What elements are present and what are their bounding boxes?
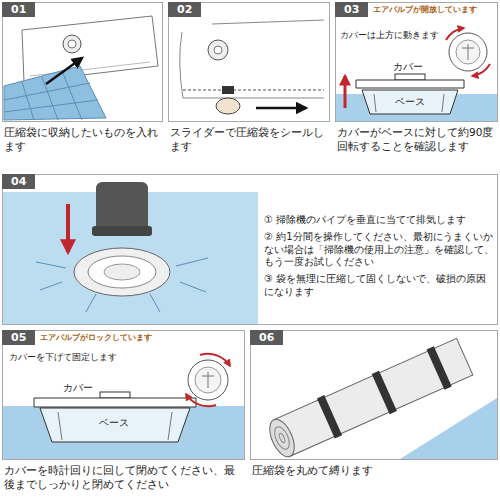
step-panel: 01 圧縮袋に収納したいものを入れます	[2, 2, 163, 155]
slider-illustration	[180, 32, 324, 98]
step-number: 05	[2, 330, 35, 345]
valve-status: エアバルブが開放しています	[371, 5, 479, 15]
slider-illustration	[180, 20, 324, 114]
roll-illustration	[372, 371, 397, 414]
part-label: カバー	[392, 61, 424, 72]
valve-lock-illustration	[40, 408, 190, 442]
roll-illustration	[272, 425, 293, 452]
roll-illustration	[264, 337, 474, 463]
panel-frame	[168, 2, 330, 122]
step-caption: スライダーで圧縮袋をシールします	[170, 126, 328, 153]
valve-open-illustration	[374, 94, 444, 112]
valve-lock-illustration	[100, 392, 130, 398]
part-label: カバーは上方に動きます	[339, 30, 440, 41]
step-number: 01	[2, 2, 35, 17]
slider-illustration	[214, 46, 222, 54]
valve-open-illustration	[446, 28, 464, 40]
bag-illustration	[22, 16, 158, 82]
bag-illustration	[4, 16, 158, 120]
bag-illustration	[30, 62, 150, 76]
roll-illustration	[274, 338, 473, 456]
step-panel: 02 スライダーで圧縮袋をシールします	[168, 2, 330, 155]
step-panel: 04 ① 掃除機のパイプを垂直に当てて排気します ② 約1分間を操作してください、最…	[2, 174, 498, 325]
step-panel: 06 圧縮袋を丸めて縛ります	[250, 330, 498, 480]
slider-illustration	[256, 107, 306, 110]
step-caption: 圧縮袋を丸めて縛ります	[252, 464, 496, 478]
step-number: 03	[335, 2, 368, 17]
valve-lock-illustration	[200, 354, 230, 366]
roll-illustration	[317, 395, 342, 438]
bag-illustration	[4, 71, 98, 120]
valve-open-illustration	[462, 44, 474, 60]
valve-lock-illustration	[58, 412, 172, 440]
valve-lock-illustration	[188, 360, 228, 400]
valve-open-illustration	[344, 76, 347, 108]
valve-lock-illustration	[195, 367, 221, 393]
note-list: ① 掃除機のパイプを垂直に当てて排気します ② 約1分間を操作してください、最初に…	[264, 214, 494, 303]
vacuum-illustration	[66, 204, 70, 252]
valve-lock-illustration	[186, 394, 216, 406]
step-caption: カバーを時計回りに回して閉めてください、最後までしっかりと閉めてください	[4, 464, 243, 491]
step-note: ③ 袋を無理に圧縮して固くしないで、破損の原因になります	[264, 273, 494, 299]
valve-open-illustration	[336, 28, 497, 121]
roll-illustration	[265, 416, 300, 461]
bag-illustration	[68, 40, 76, 48]
bag-illustration	[46, 58, 82, 84]
step-panel: 03エアバルブが開放していますカバーがベースに対して約90度回転することを確認し…	[335, 2, 498, 155]
valve-status: エアバルブがロックしています	[38, 333, 154, 343]
valve-open-illustration	[362, 90, 458, 114]
step-number: 06	[250, 330, 283, 345]
roll-illustration	[427, 346, 452, 389]
step-number: 04	[2, 174, 35, 189]
valve-open-illustration	[449, 33, 487, 71]
slider-illustration	[222, 86, 234, 94]
panel-frame	[2, 2, 163, 122]
vacuum-illustration	[74, 248, 170, 296]
valve-open-illustration	[356, 80, 464, 88]
slider-illustration	[216, 98, 240, 114]
panel-frame	[2, 330, 245, 460]
step-number: 02	[168, 2, 201, 17]
valve-open-illustration	[456, 40, 480, 64]
part-label: ベース	[394, 96, 426, 107]
part-label: カバーを下げて固定します	[8, 352, 118, 363]
valve-lock-illustration	[3, 406, 244, 459]
roll-illustration	[400, 398, 497, 459]
slider-illustration	[183, 90, 324, 91]
bag-illustration	[63, 35, 81, 53]
vacuum-illustration	[104, 264, 140, 280]
roll-illustration	[264, 337, 497, 463]
vacuum-illustration	[92, 226, 152, 236]
step-note: ① 掃除機のパイプを垂直に当てて排気します	[264, 214, 494, 227]
slider-illustration	[208, 40, 228, 60]
valve-lock-illustration	[3, 354, 244, 459]
slider-illustration	[212, 20, 324, 24]
step-caption: カバーがベースに対して約90度回転することを確認します	[337, 126, 496, 153]
valve-lock-illustration	[34, 398, 196, 407]
part-label: カバー	[62, 382, 94, 393]
step-note: ② 約1分間を操作してください、最初にうまくいかない場合は「掃除機の使用上の注意…	[264, 231, 494, 269]
vacuum-illustration	[88, 256, 156, 288]
step-caption: 圧縮袋に収納したいものを入れます	[4, 126, 161, 153]
valve-lock-illustration	[202, 372, 214, 388]
valve-open-illustration	[395, 74, 425, 80]
vacuum-illustration	[3, 182, 258, 324]
valve-open-illustration	[472, 64, 490, 76]
roll-illustration	[278, 433, 286, 444]
panel-frame	[250, 330, 498, 460]
bag-illustration	[4, 66, 106, 120]
part-label: ベース	[98, 417, 130, 428]
